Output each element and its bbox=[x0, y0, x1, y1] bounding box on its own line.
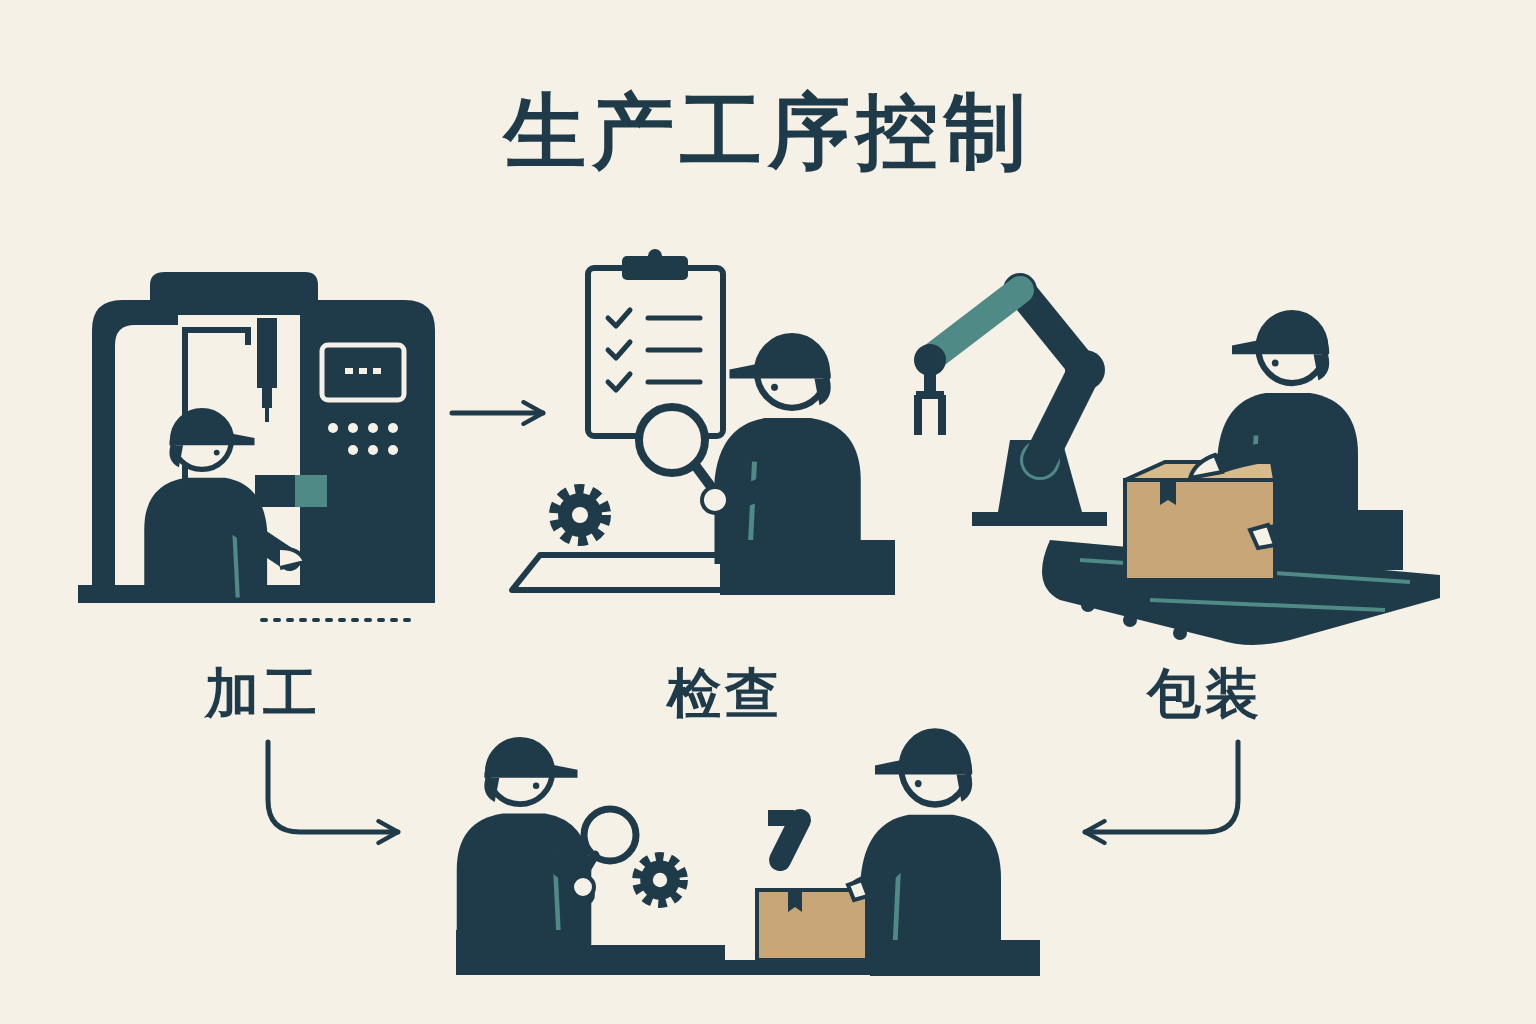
magnifier-icon bbox=[695, 465, 712, 488]
diagram-title: 生产工序控制 bbox=[0, 78, 1536, 188]
flow-arrow bbox=[452, 411, 543, 416]
bottom-inspector bbox=[572, 876, 594, 898]
inspector-figure bbox=[702, 487, 728, 513]
cardboard-box bbox=[757, 860, 900, 960]
cnc-machine bbox=[345, 368, 353, 374]
conveyor bbox=[1123, 613, 1137, 627]
operator-figure bbox=[144, 411, 267, 598]
station-caption: 包装 bbox=[1141, 662, 1269, 727]
cardboard-box bbox=[757, 890, 867, 960]
cnc-machine bbox=[348, 423, 358, 433]
process-station: 检查 bbox=[545, 245, 905, 727]
cnc-machine bbox=[388, 445, 398, 455]
bottom-inspector bbox=[456, 740, 636, 975]
conveyor bbox=[1173, 626, 1187, 640]
magnifier-icon bbox=[639, 407, 712, 488]
operator-figure bbox=[144, 411, 305, 598]
packer-arms bbox=[1190, 455, 1222, 478]
flow-arrow bbox=[1085, 742, 1238, 832]
process-station: 包装 bbox=[965, 265, 1445, 727]
cnc-machine bbox=[295, 475, 327, 507]
cnc-machine bbox=[368, 423, 378, 433]
robot-arm bbox=[972, 512, 1107, 526]
cnc-machine bbox=[92, 272, 435, 600]
cardboard-box bbox=[1160, 480, 1176, 505]
gear-icon bbox=[638, 858, 683, 903]
bottom-inspector bbox=[457, 740, 592, 945]
station-caption: 检查 bbox=[661, 662, 789, 727]
process-station: 加工 bbox=[75, 265, 450, 727]
robot-arm bbox=[914, 273, 1107, 526]
cnc-machine bbox=[328, 423, 338, 433]
inspector-figure bbox=[720, 540, 895, 595]
packer-arms bbox=[1270, 500, 1330, 535]
bottom-packer bbox=[861, 732, 1001, 963]
checklist-clipboard bbox=[608, 310, 630, 390]
cnc-machine bbox=[368, 445, 378, 455]
cnc-machine bbox=[262, 618, 412, 622]
cnc-machine bbox=[388, 423, 398, 433]
packer-arms bbox=[1190, 450, 1330, 548]
cnc-machine bbox=[262, 388, 272, 408]
bottom-packer bbox=[768, 810, 794, 826]
robot-arm bbox=[914, 344, 946, 376]
cnc-machine bbox=[322, 345, 404, 400]
gear-icon bbox=[555, 490, 605, 540]
conveyor bbox=[1081, 598, 1095, 612]
packer-arms bbox=[1215, 450, 1300, 465]
cardboard-box bbox=[848, 880, 868, 900]
cnc-machine bbox=[115, 315, 300, 600]
checklist-clipboard bbox=[648, 318, 700, 382]
inspector-figure bbox=[702, 336, 895, 595]
bottom-inspector bbox=[456, 930, 591, 975]
flow-arrow bbox=[268, 742, 398, 832]
inspector-figure bbox=[725, 470, 790, 500]
cnc-machine bbox=[255, 475, 295, 507]
cardboard-box bbox=[1125, 480, 1275, 580]
robot-arm bbox=[924, 372, 936, 394]
checklist-clipboard bbox=[648, 249, 662, 263]
cardboard-box bbox=[1125, 462, 1275, 580]
inspector-figure bbox=[715, 336, 861, 564]
cardboard-box bbox=[860, 860, 900, 888]
cnc-machine bbox=[348, 445, 358, 455]
cardboard-box bbox=[788, 890, 802, 912]
operator-figure bbox=[280, 548, 305, 568]
cnc-machine bbox=[78, 272, 435, 620]
cnc-machine bbox=[359, 368, 367, 374]
cnc-machine bbox=[257, 318, 277, 388]
cnc-machine bbox=[265, 408, 269, 422]
gear-icon bbox=[555, 490, 605, 540]
packer-arms bbox=[1250, 525, 1275, 548]
cnc-machine bbox=[373, 368, 381, 374]
robot-arm bbox=[935, 290, 1020, 355]
bottom-packer bbox=[870, 940, 1040, 976]
gear-icon bbox=[638, 858, 683, 903]
robot-arm bbox=[916, 395, 944, 435]
station-caption: 加工 bbox=[199, 662, 327, 727]
